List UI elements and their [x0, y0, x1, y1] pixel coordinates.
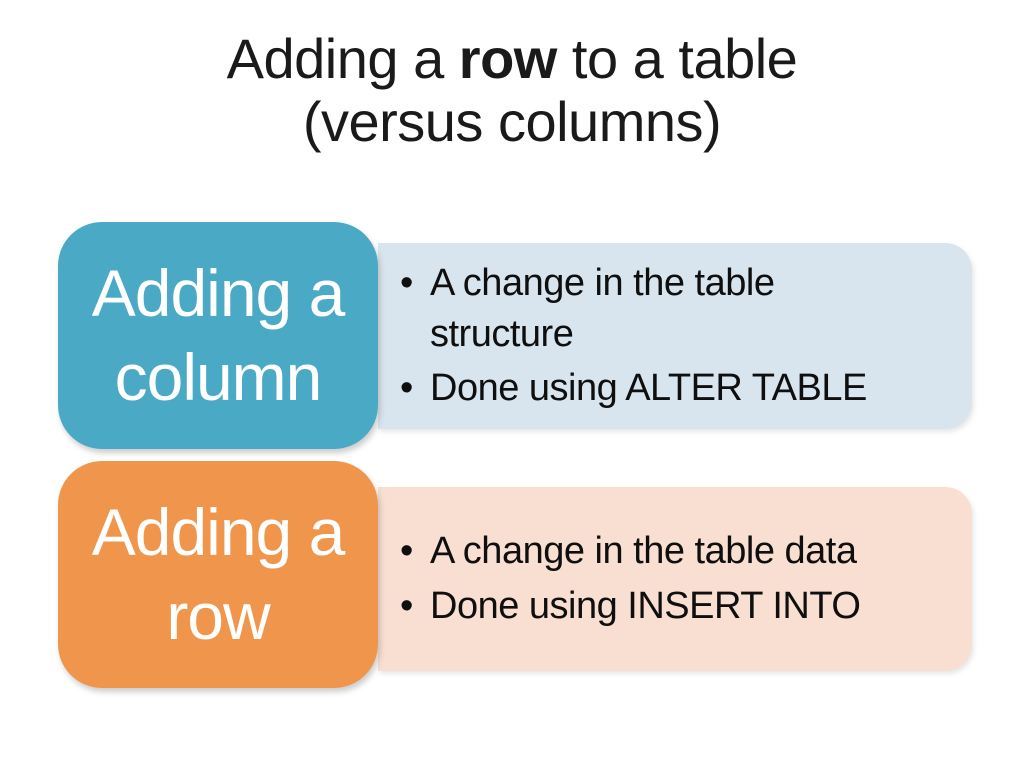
bullet-item: Done using INSERT INTO: [400, 581, 900, 633]
slide-title-line2: (versus columns): [302, 89, 722, 153]
slide-title-line1: Adding a row to a table: [0, 27, 1024, 91]
bullet-item: Done using ALTER TABLE: [400, 363, 900, 415]
panel-adding-row: A change in the table data Done using IN…: [378, 487, 972, 671]
bullet-item: A change in the table data: [400, 526, 900, 578]
header-label-adding-row: Adding a row: [91, 495, 346, 653]
bullet-item: A change in the table structure: [400, 258, 900, 361]
slide-title: Adding a row to a table (versus columns): [0, 27, 1024, 153]
header-label-adding-column: Adding a column: [91, 256, 346, 414]
bullet-list-column: A change in the table structure Done usi…: [378, 255, 900, 418]
bullet-list-row: A change in the table data Done using IN…: [378, 523, 900, 635]
header-shape-adding-column: Adding a column: [58, 222, 378, 449]
title-text-post: to a table: [556, 27, 798, 90]
header-shape-adding-row: Adding a row: [58, 461, 378, 688]
panel-adding-column: A change in the table structure Done usi…: [378, 243, 972, 429]
title-text-bold-row: row: [458, 27, 558, 90]
title-text-pre: Adding a: [226, 27, 459, 90]
